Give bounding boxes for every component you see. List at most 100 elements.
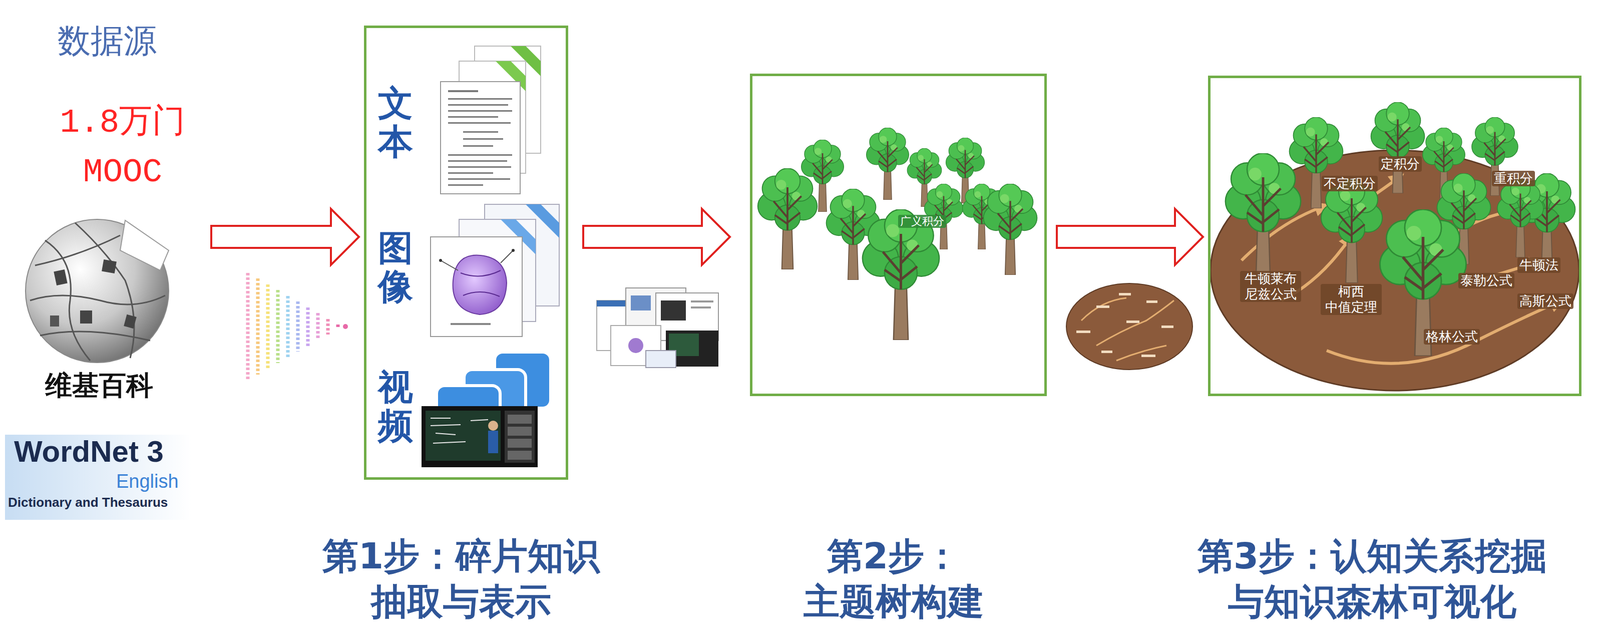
- mini-forest-map-part: [1066, 283, 1193, 370]
- wikipedia-globe-part: [80, 310, 93, 324]
- wikipedia-globe-part: [40, 331, 151, 341]
- screenshot-thumbnails-part: [628, 337, 644, 353]
- video-icon-part: [507, 414, 532, 424]
- wikipedia-globe-part: [120, 220, 169, 271]
- knowledge-forest: [1210, 102, 1579, 391]
- knowledge-forest-part: [1371, 102, 1425, 194]
- topic-label: 不定积分: [1321, 175, 1378, 192]
- text-document-icon-part-part: [448, 98, 513, 100]
- text-document-icon-part-part: [463, 145, 494, 147]
- source-name: 维基百科: [19, 369, 180, 403]
- text-document-icon-part-part: [448, 90, 479, 93]
- knowledge-forest-part: [1321, 178, 1383, 283]
- topic-label: 广义积分: [898, 214, 947, 228]
- logo-text: English: [116, 471, 179, 491]
- wikipedia-globe-part: [45, 240, 91, 361]
- screenshot-thumbnails: [596, 287, 719, 368]
- funnel-graphic-part: [286, 295, 290, 358]
- text-document-icon-part: [448, 90, 513, 186]
- text-document-icon-part-part: [448, 116, 499, 118]
- knowledge-forest-part: [1225, 153, 1301, 282]
- knowledge-forest-part: [1497, 178, 1544, 258]
- mini-forest-map-part-part: [1146, 300, 1158, 303]
- funnel-dot: [342, 323, 348, 329]
- funnel-graphic-part: [246, 272, 250, 381]
- step-caption: 第3步：认知关系挖掘 与知识森林可视化: [1176, 533, 1568, 625]
- mini-forest-map-part-part: [1101, 350, 1113, 353]
- text-document-icon-part-part: [463, 138, 504, 140]
- topic-label: 泰勒公式: [1458, 272, 1515, 289]
- text-document-icon-part-part: [448, 172, 494, 174]
- text-document-icon-part-part: [448, 160, 508, 162]
- topic-trees-part: [862, 209, 940, 340]
- step-caption: 第2步： 主题树构建: [788, 533, 999, 625]
- video-icon-part: [507, 426, 532, 436]
- course-count: 1.8万门 MOOC: [40, 98, 206, 198]
- image-document-icon-part: [511, 248, 515, 252]
- topic-trees-part: [866, 127, 910, 200]
- step-caption: 第1步：碎片知识 抽取与表示: [295, 533, 627, 625]
- video-icon-part: [504, 410, 535, 463]
- text-document-icon-part-part: [448, 104, 509, 106]
- screenshot-thumbnails-part: [690, 306, 711, 309]
- wikipedia-globe-part: [123, 314, 137, 329]
- funnel-graphic-part: [316, 312, 320, 340]
- mini-forest-map: [1066, 283, 1193, 370]
- wikipedia-globe-part: [101, 259, 117, 274]
- wikipedia-globe-part: [50, 315, 60, 327]
- topic-label: 格林公式: [1423, 328, 1480, 345]
- wordnet-logo-ground: [5, 434, 192, 520]
- topic-trees-part: [983, 183, 1038, 275]
- funnel-graphic-part: [276, 289, 280, 363]
- wikipedia-globe-part: [53, 269, 68, 286]
- topic-label: 牛顿法: [1517, 257, 1561, 273]
- video-icon-part: [507, 450, 532, 460]
- logo-text: WordNet 3: [14, 436, 164, 467]
- flow-arrow: [583, 208, 730, 265]
- mini-forest-map-part-part: [1096, 305, 1110, 308]
- mini-forest-map-part-part: [1141, 354, 1156, 357]
- text-document-icon-part-part: [448, 154, 513, 156]
- media-type: 文本: [377, 84, 414, 162]
- media-type: 视频: [377, 367, 414, 446]
- topic-trees: [757, 127, 1038, 340]
- video-icon-part: [488, 420, 499, 431]
- mini-forest-map-part-part: [1118, 292, 1131, 296]
- topic-label: 重积分: [1491, 170, 1535, 187]
- funnel-graphic-part: [326, 318, 330, 335]
- step-panel: 文本图像视频: [363, 25, 569, 480]
- video-icon-part: [421, 406, 538, 468]
- video-icon-part: [430, 418, 489, 444]
- image-document-icon-part: [450, 322, 491, 325]
- flow-arrow: [211, 208, 359, 265]
- wikipedia-globe-part: [30, 295, 166, 305]
- mini-forest-map-part: [1081, 297, 1174, 361]
- screenshot-thumbnails-part: [645, 350, 676, 368]
- video-icon: [421, 351, 551, 468]
- topic-label: 定积分: [1378, 156, 1422, 172]
- funnel-graphic-part: [266, 284, 270, 369]
- text-document-icon-part-part: [448, 122, 511, 124]
- image-document-icon-part: [430, 236, 523, 337]
- image-document-icon-part: [453, 255, 507, 315]
- funnel-graphic-part: [336, 324, 340, 329]
- text-document-icon-part-part: [448, 178, 511, 180]
- step-panel: 不定积分定积分重积分牛顿莱布 尼兹公式柯西 中值定理泰勒公式牛顿法高斯公式格林公…: [1208, 75, 1582, 396]
- image-document-icon-part: [440, 260, 459, 271]
- mini-forest-map-part-part: [1076, 330, 1091, 333]
- screenshot-thumbnails-part: [660, 300, 686, 321]
- image-document-icon-part: [500, 250, 514, 263]
- wikipedia-globe: [25, 219, 169, 363]
- source-heading: 数据源: [32, 21, 183, 61]
- screenshot-thumbnails-part: [630, 295, 651, 311]
- funnel-graphic-part: [306, 307, 310, 346]
- text-document-icon-part: [440, 81, 521, 194]
- text-document-icon-part-part: [448, 184, 484, 186]
- mini-forest-map-part-part: [1161, 325, 1174, 328]
- image-document-icon: [430, 204, 560, 337]
- topic-label: 柯西 中值定理: [1320, 283, 1382, 315]
- mini-forest-map-part-part: [1126, 320, 1140, 323]
- media-type: 图像: [377, 228, 414, 306]
- funnel-graphic: [247, 272, 338, 381]
